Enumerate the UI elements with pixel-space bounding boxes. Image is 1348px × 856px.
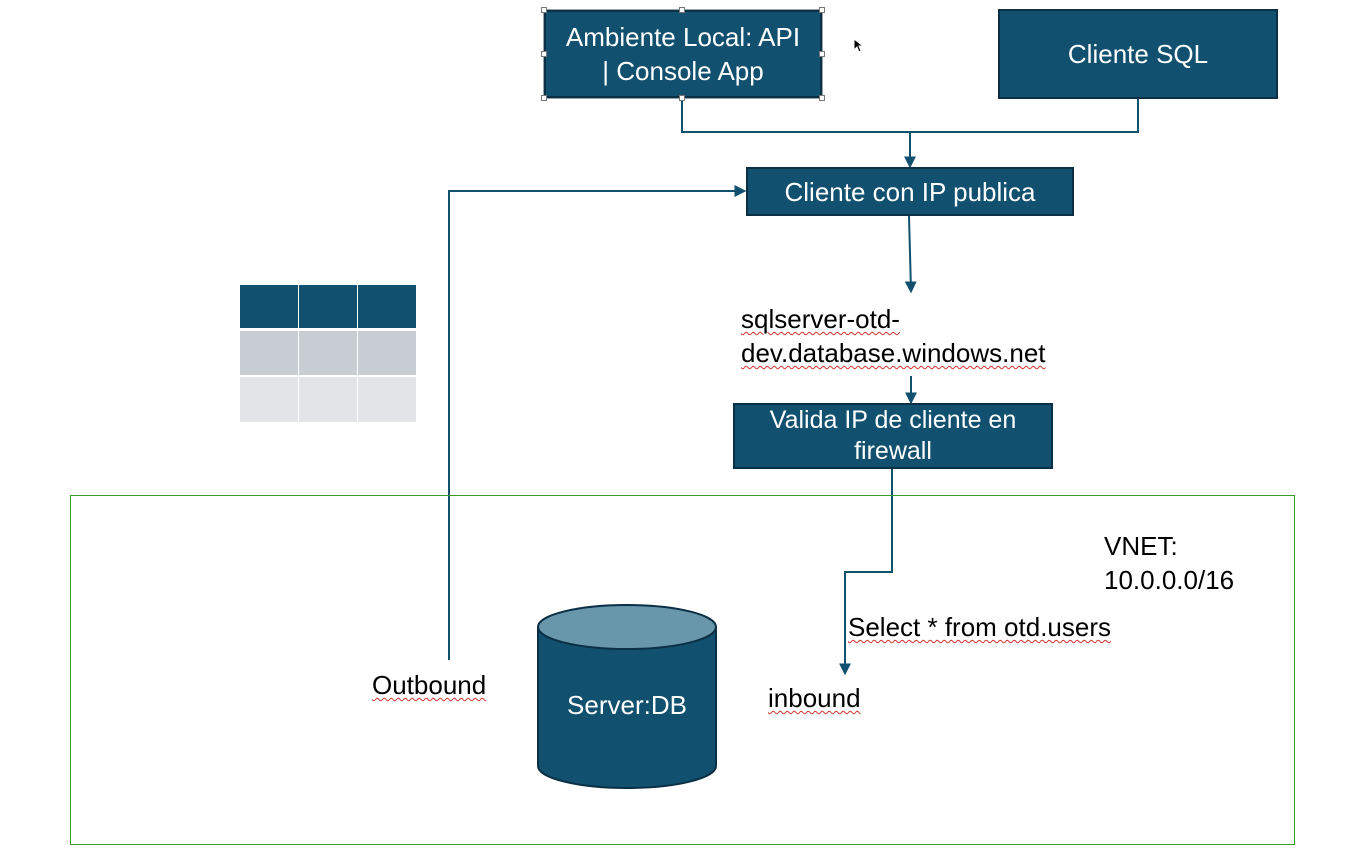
outbound-label: Outbound — [372, 670, 487, 700]
local-env-line2: | Console App — [602, 56, 764, 86]
sql-client-label: Cliente SQL — [1067, 39, 1209, 69]
local-env-box[interactable]: Ambiente Local: API | Console App — [543, 9, 823, 99]
local-env-line1: Ambiente Local: API — [565, 22, 801, 52]
arrow-to-server-host — [904, 215, 917, 294]
resize-handle[interactable] — [819, 51, 825, 57]
database-cylinder — [537, 604, 717, 789]
inbound-label: inbound — [768, 683, 861, 713]
public-ip-client-box[interactable]: Cliente con IP publica — [746, 167, 1074, 216]
table-header-cell — [357, 284, 417, 329]
table-header-cell — [239, 284, 299, 329]
vnet-boundary — [70, 495, 1295, 845]
resize-handle[interactable] — [541, 95, 547, 101]
table-cell — [239, 330, 299, 376]
server-host-line1: sqlserver-otd- — [741, 304, 900, 334]
resize-handle[interactable] — [679, 7, 685, 13]
table-cell — [357, 330, 417, 376]
mouse-cursor-icon — [853, 38, 865, 53]
table-header-cell — [298, 284, 358, 329]
arrow-to-inbound — [839, 468, 893, 676]
database-label: Server:DB — [567, 690, 687, 720]
server-host-line2: dev.database.windows.net — [741, 338, 1046, 368]
table-cell — [357, 376, 417, 423]
table-cell — [298, 330, 358, 376]
resize-handle[interactable] — [819, 95, 825, 101]
connector-local-env — [681, 97, 910, 133]
validate-ip-line1: Valida IP de cliente en — [769, 406, 1017, 434]
validate-ip-line2: firewall — [854, 437, 932, 465]
arrow-outbound-to-public-ip — [448, 185, 747, 660]
validate-ip-box[interactable]: Valida IP de cliente en firewall — [733, 403, 1053, 469]
public-ip-client-label: Cliente con IP publica — [784, 176, 1036, 207]
table-cell — [239, 376, 299, 423]
resize-handle[interactable] — [819, 7, 825, 13]
vnet-label-line1: VNET: — [1104, 531, 1178, 561]
resize-handle[interactable] — [679, 95, 685, 101]
connector-sql-client — [910, 97, 1139, 133]
table-icon — [239, 284, 417, 423]
table-cell — [298, 376, 358, 423]
query-label: Select * from otd.users — [848, 612, 1111, 642]
resize-handle[interactable] — [541, 7, 547, 13]
resize-handle[interactable] — [541, 51, 547, 57]
vnet-label-line2: 10.0.0.0/16 — [1104, 565, 1235, 595]
sql-client-box[interactable]: Cliente SQL — [998, 9, 1278, 99]
